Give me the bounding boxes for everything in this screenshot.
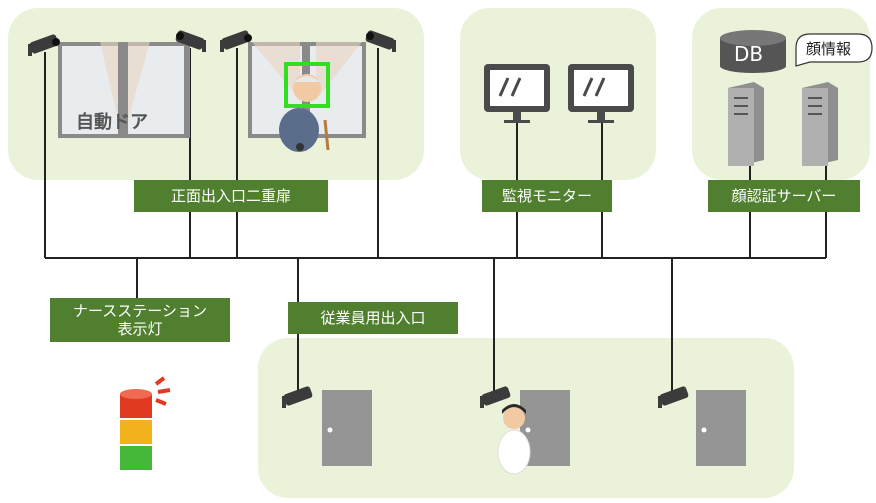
staff-door xyxy=(322,390,372,466)
monitor-label: 監視モニター xyxy=(482,180,612,212)
camera-icon xyxy=(220,30,252,52)
camera-icon xyxy=(175,30,206,52)
auto-door xyxy=(58,42,190,138)
camera-icon xyxy=(282,386,313,408)
camera-icon xyxy=(480,386,511,408)
database-icon xyxy=(720,30,786,73)
cameras-top xyxy=(28,30,396,56)
elderly-person-icon xyxy=(279,74,330,152)
speech-bubble xyxy=(795,33,873,67)
nurse-station-label: ナースステーション 表示灯 xyxy=(50,298,230,342)
cameras-bottom xyxy=(282,386,689,408)
staff-door xyxy=(696,390,746,466)
face-server-label: 顔認証サーバー xyxy=(708,180,860,212)
signal-tower-light-icon xyxy=(120,376,171,470)
camera-icon xyxy=(28,34,60,56)
monitor-icon xyxy=(568,64,634,123)
auto-door-label: 自動ドア xyxy=(76,112,148,133)
nurse-station-line2: 表示灯 xyxy=(117,320,163,338)
face-detection-box xyxy=(284,62,330,108)
nurse-station-line1: ナースステーション xyxy=(73,302,207,320)
monitor-icon xyxy=(484,64,550,123)
front-entrance-label: 正面出入口二重扉 xyxy=(134,180,328,212)
nurse-person-icon xyxy=(497,404,531,475)
camera-icon xyxy=(365,30,396,52)
server-icon xyxy=(728,82,764,166)
db-label: DB xyxy=(734,42,764,66)
camera-icon xyxy=(658,386,689,408)
face-info-label: 顔情報 xyxy=(806,40,852,58)
staff-entrance-label: 従業員用出入口 xyxy=(288,302,458,334)
server-icon xyxy=(802,82,838,166)
